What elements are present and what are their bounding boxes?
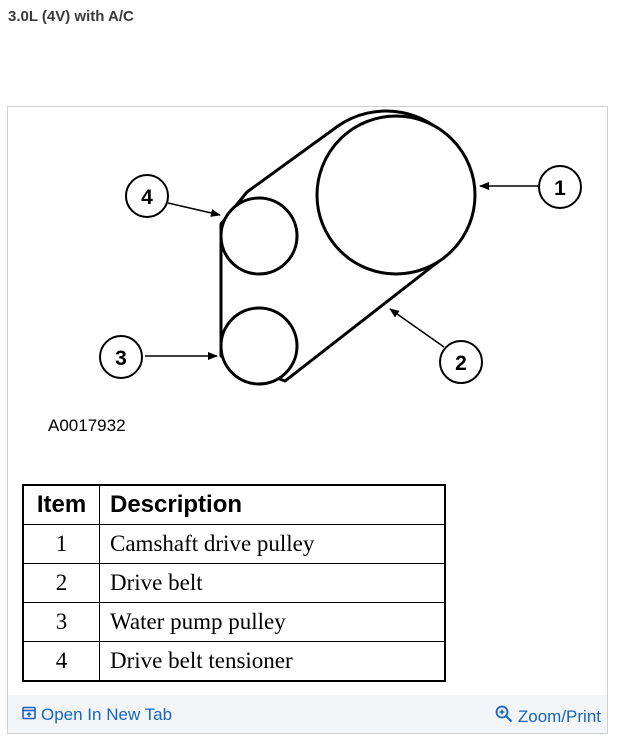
- legend-item-number: 4: [22, 641, 100, 682]
- legend-header-row: Item Description: [22, 484, 446, 525]
- zoom-print-label: Zoom/Print: [517, 706, 601, 726]
- legend-item-description: Drive belt: [99, 563, 446, 603]
- water-pump-pulley: [219, 306, 299, 386]
- callout-1: 1: [538, 165, 582, 209]
- table-row: 1 Camshaft drive pulley: [22, 524, 446, 564]
- figure-footer: Open In New Tab Zoom/Print: [8, 695, 607, 733]
- camshaft-drive-pulley: [315, 114, 477, 276]
- table-row: 4 Drive belt tensioner: [22, 641, 446, 682]
- callout-2: 2: [439, 340, 483, 384]
- table-row: 2 Drive belt: [22, 563, 446, 603]
- open-in-new-tab-icon: [22, 705, 36, 725]
- drive-belt-tensioner-pulley: [219, 196, 299, 276]
- legend-item-description: Drive belt tensioner: [99, 641, 446, 682]
- callout-2-arrow: [389, 308, 445, 348]
- legend-item-number: 3: [22, 602, 100, 642]
- page-title: 3.0L (4V) with A/C: [8, 8, 134, 25]
- zoom-print-link[interactable]: Zoom/Print: [495, 705, 601, 728]
- legend-header-item: Item: [22, 484, 100, 525]
- legend-item-description: Water pump pulley: [99, 602, 446, 642]
- legend-header-description: Description: [99, 484, 446, 525]
- callout-2-label: 2: [455, 352, 467, 375]
- legend-table: Item Description 1 Camshaft drive pulley…: [22, 484, 446, 682]
- callout-4-arrow: [167, 202, 221, 217]
- legend-item-number: 1: [22, 524, 100, 564]
- table-row: 3 Water pump pulley: [22, 602, 446, 642]
- legend-item-number: 2: [22, 563, 100, 603]
- callout-4-label: 4: [141, 186, 153, 209]
- belt-routing-diagram: 1 2 3 4 A0017932: [48, 109, 582, 435]
- callout-3-label: 3: [115, 347, 127, 370]
- callout-3: 3: [99, 335, 143, 379]
- figure-code: A0017932: [48, 416, 126, 435]
- figure-frame: 1 2 3 4 A0017932 Item Description 1 Cams…: [7, 106, 608, 734]
- legend-item-description: Camshaft drive pulley: [99, 524, 446, 564]
- callout-4: 4: [125, 174, 169, 218]
- callout-1-label: 1: [554, 177, 566, 200]
- open-in-new-tab-link[interactable]: Open In New Tab: [22, 705, 172, 725]
- open-in-new-tab-label: Open In New Tab: [41, 705, 173, 724]
- zoom-in-icon: [495, 705, 513, 728]
